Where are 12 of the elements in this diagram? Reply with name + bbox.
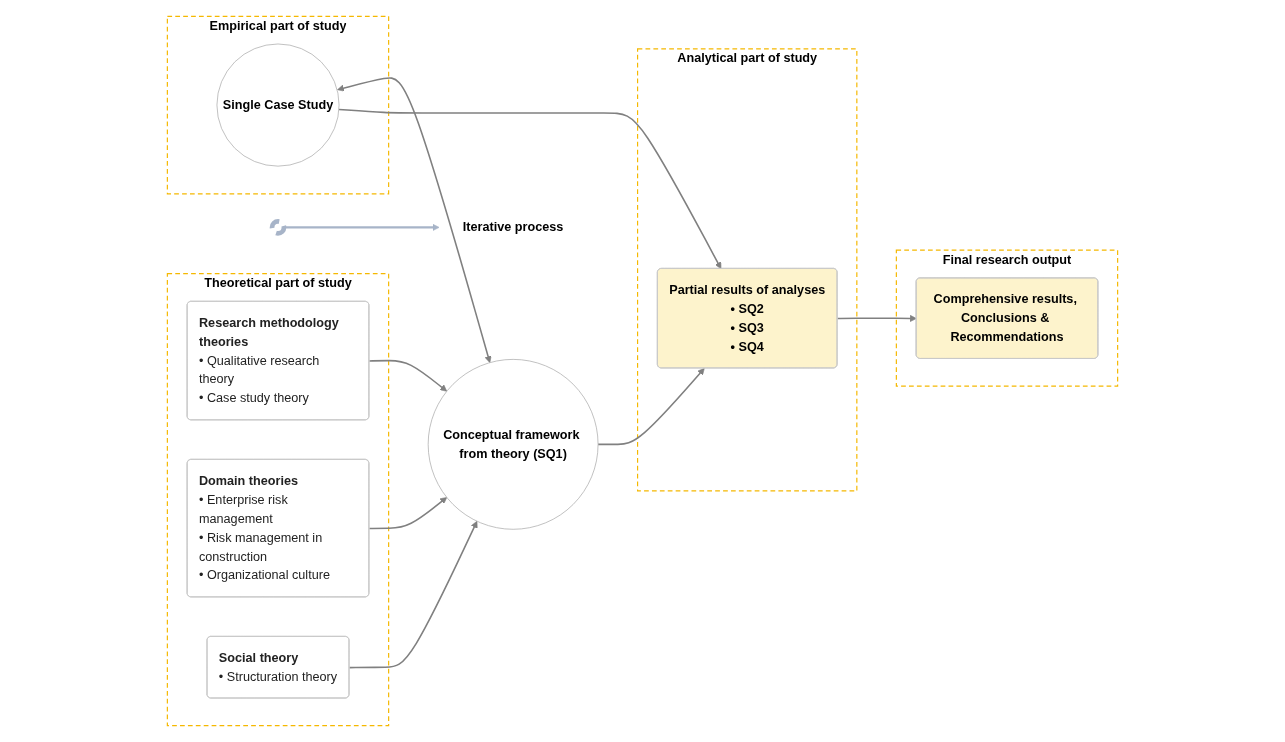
node-circle: Single Case Study xyxy=(216,43,340,167)
arrow xyxy=(337,77,492,363)
arrow xyxy=(348,520,478,669)
arrow xyxy=(368,497,448,530)
arrow xyxy=(338,108,722,270)
arrow xyxy=(836,314,917,322)
arrow xyxy=(283,223,440,231)
arrow xyxy=(597,368,705,446)
arrow xyxy=(368,359,448,392)
node-circle xyxy=(269,219,287,236)
node-text: Iterative process xyxy=(462,220,564,234)
node-circle: Conceptual framework from theory (SQ1) xyxy=(427,359,599,530)
